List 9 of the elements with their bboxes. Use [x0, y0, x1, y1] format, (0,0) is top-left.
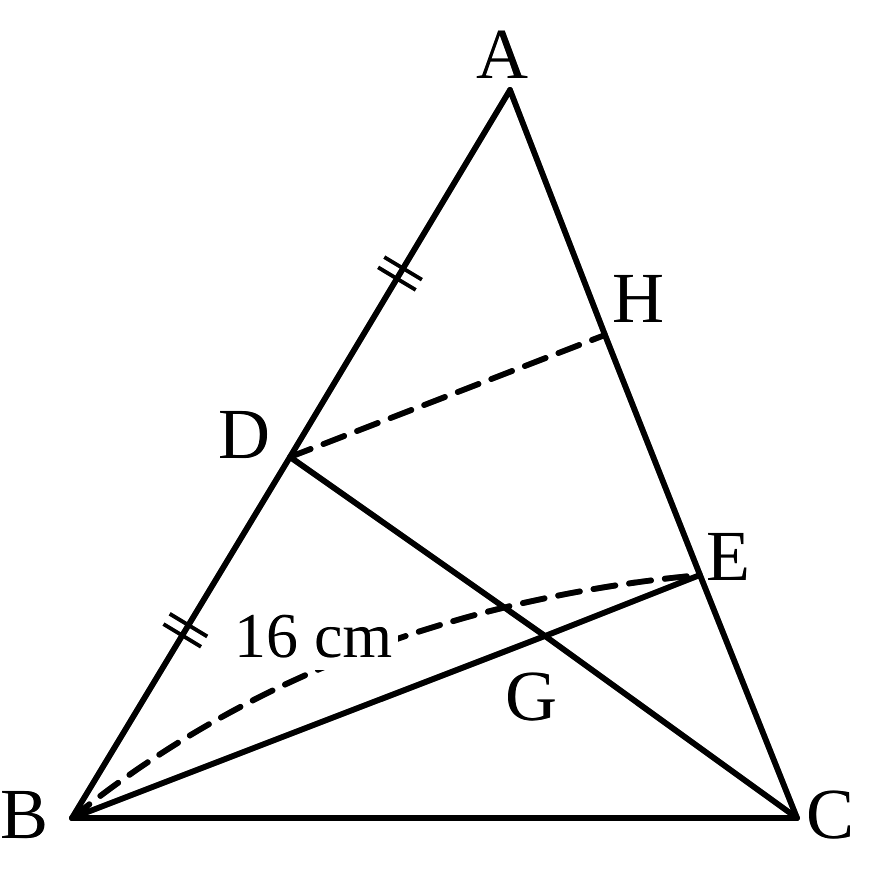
point-label: D: [218, 398, 270, 470]
line-segment: [542, 572, 703, 639]
point-label: A: [476, 18, 528, 90]
dashed-line: [287, 332, 608, 460]
point-label: B: [0, 778, 48, 850]
point-label: G: [505, 660, 557, 732]
point-label: C: [806, 778, 854, 850]
point-label: H: [612, 262, 664, 334]
point-label: E: [706, 520, 750, 592]
